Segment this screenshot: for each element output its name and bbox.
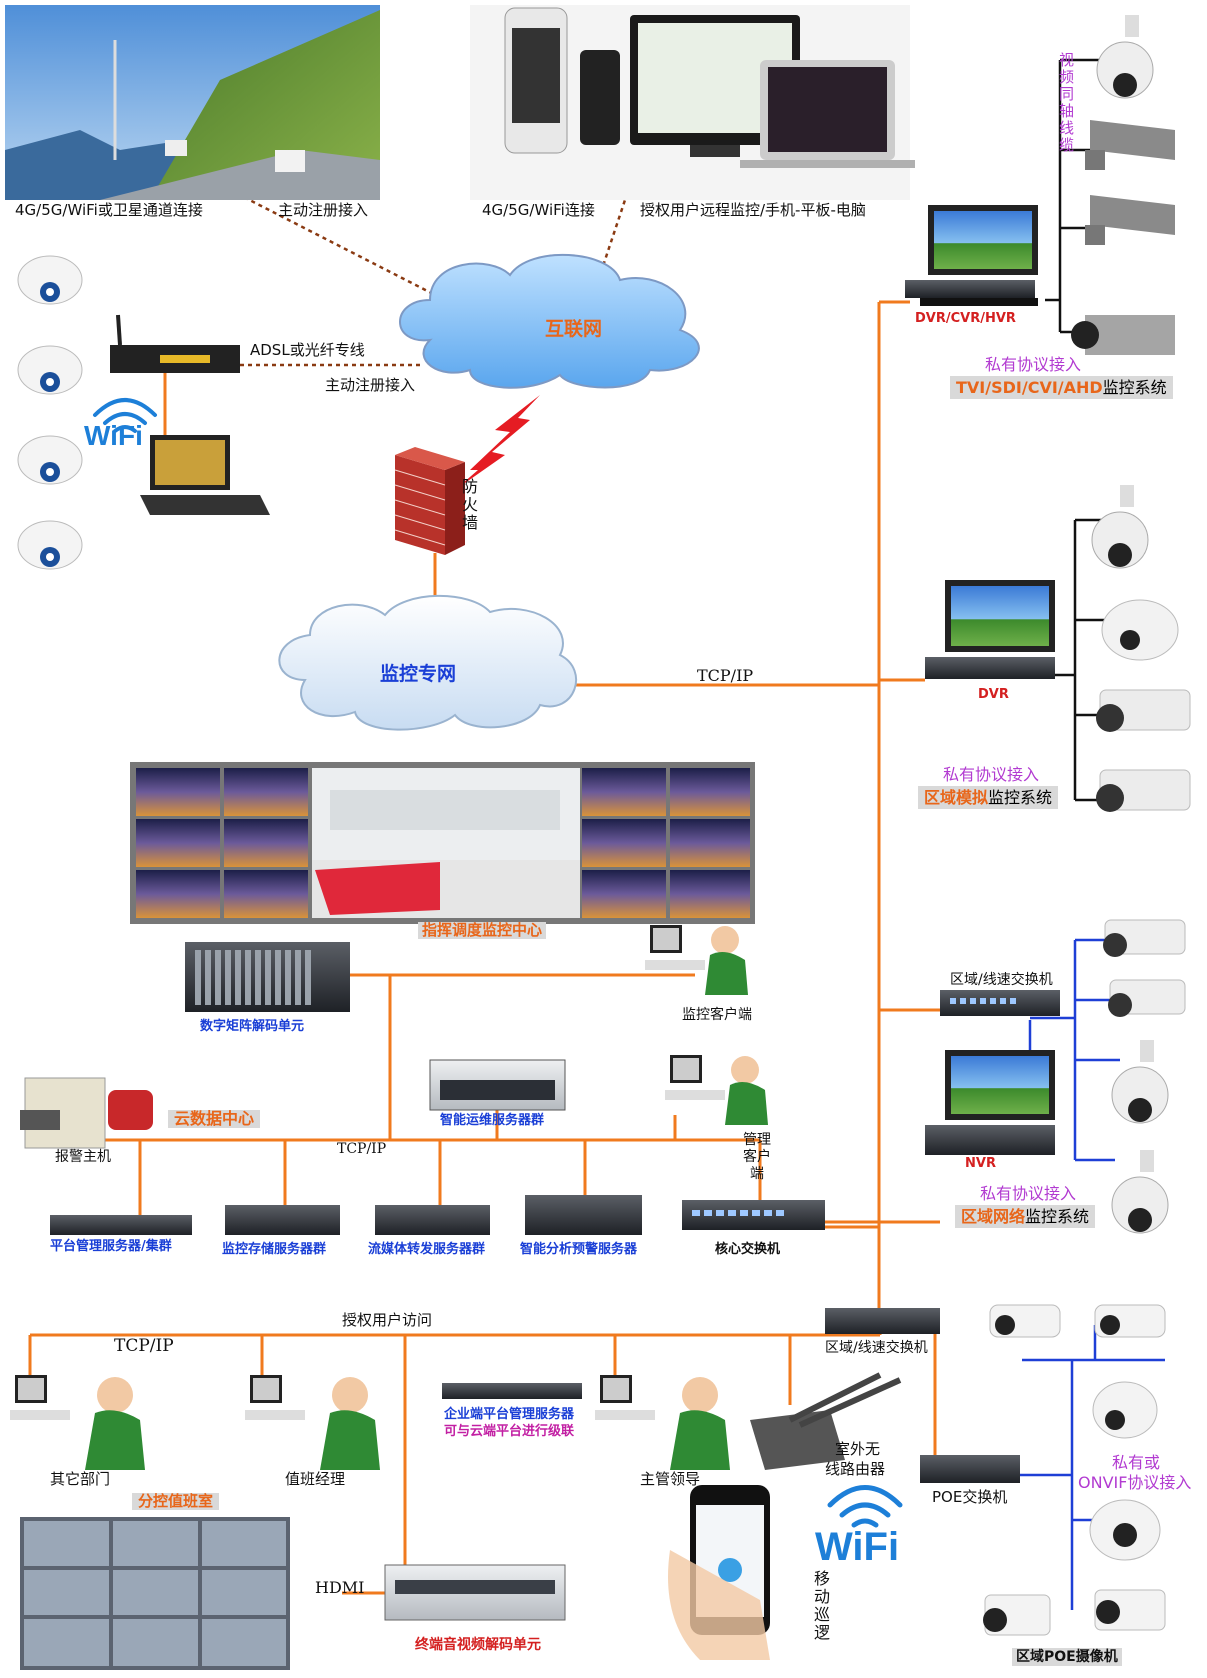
- auth-access-label: 授权用户访问: [342, 1311, 433, 1329]
- wifi-icon-bottom: [827, 1485, 903, 1528]
- other-dept-label: 其它部门: [50, 1470, 111, 1488]
- sys3-protocol-label: 私有协议接入: [980, 1184, 1077, 1203]
- switch1-label: 区域/线速交换机: [950, 972, 1053, 988]
- onvif-line2: ONVIF协议接入: [1078, 1473, 1192, 1492]
- mobile-link-label: 4G/5G/WiFi连接: [482, 201, 595, 219]
- core-switch-label: 核心交换机: [715, 1242, 781, 1257]
- sys1-protocol-label: 私有协议接入: [985, 355, 1082, 374]
- mobile-patrol-label: 移动巡逻: [811, 1570, 830, 1642]
- dvr-cvr-hvr-icon: [905, 205, 1038, 306]
- internet-cloud: [399, 253, 700, 389]
- tcpip-label-main: TCP/IP: [697, 666, 754, 685]
- router-label-line2: 线路由器: [825, 1460, 886, 1478]
- enterprise-server-line2: 可与云端平台进行级联: [444, 1424, 575, 1439]
- switch2-label: 区域/线速交换机: [825, 1340, 928, 1356]
- private-network-cloud: [278, 594, 578, 731]
- private-cloud-label: 监控专网: [380, 663, 457, 685]
- adsl-register-label: 主动注册接入: [325, 376, 416, 394]
- analog-cameras: [1091, 485, 1191, 812]
- network-cameras: [1103, 919, 1186, 1234]
- matrix-label: 数字矩阵解码单元: [200, 1019, 305, 1034]
- wifi-icon: [93, 398, 157, 433]
- matrix-decoder-icon: [185, 942, 350, 1012]
- cloud-dc-label: 云数据中心: [168, 1110, 261, 1128]
- sys3-banner: 区域网络监控系统: [955, 1205, 1096, 1229]
- enterprise-server-line1: 企业端平台管理服务器: [444, 1407, 575, 1422]
- wifi-nvr-monitor-icon: [140, 435, 270, 515]
- supervisor-label: 主管领导: [640, 1470, 701, 1488]
- wifi-logo-top: WiFi: [84, 420, 143, 451]
- storage-servers-label: 监控存储服务器群: [222, 1242, 327, 1257]
- ops-servers-label: 智能运维服务器群: [440, 1113, 545, 1128]
- coastal-road-photo: [5, 5, 380, 200]
- decoder-label: 终端音视频解码单元: [415, 1637, 541, 1653]
- duty-manager-label: 值班经理: [285, 1470, 346, 1488]
- tcpip-label-center: TCP/IP: [337, 1141, 387, 1157]
- dvr-icon: [925, 580, 1055, 679]
- sub-center-wall: [20, 1517, 290, 1670]
- tcpip-label-bottom: TCP/IP: [114, 1336, 174, 1356]
- firewall-label: 防火墙: [459, 478, 478, 532]
- internet-dotted-links: [229, 154, 642, 367]
- poe-cameras-label: 区域POE摄像机: [1012, 1648, 1122, 1666]
- coax-links: [1045, 58, 1110, 802]
- nvr-icon: [925, 1050, 1055, 1155]
- coax-cameras: [1071, 15, 1175, 355]
- sys2-protocol-label: 私有协议接入: [943, 765, 1040, 784]
- nvr-label: NVR: [965, 1156, 996, 1171]
- router-label-line1: 室外无: [835, 1440, 881, 1458]
- onvif-line1: 私有或: [1112, 1453, 1161, 1472]
- dome-cameras-left: [17, 255, 83, 570]
- stream-servers-label: 流媒体转发服务器群: [368, 1242, 486, 1257]
- poe-cameras: [983, 1304, 1166, 1636]
- poe-switch-label: POE交换机: [932, 1488, 1008, 1506]
- sys1-banner: TVI/SDI/CVI/AHD监控系统: [950, 376, 1173, 400]
- monitor-client-label: 监控客户端: [682, 1007, 752, 1023]
- firewall-icon: [394, 447, 465, 555]
- platform-servers-label: 平台管理服务器/集群: [50, 1239, 172, 1254]
- mobile-devices-photo: [470, 5, 915, 200]
- switch1-icon: [940, 990, 1060, 1016]
- operator-figures: [10, 925, 768, 1470]
- hdmi-label: HDMI: [315, 1578, 365, 1597]
- mgmt-client-label: 管理客户端: [743, 1132, 771, 1182]
- server-equipment: [20, 1059, 1020, 1621]
- wifi-logo-bottom: WiFi: [815, 1525, 900, 1569]
- sys2-banner: 区域模拟监控系统: [918, 786, 1059, 810]
- sub-center-label: 分控值班室: [132, 1493, 220, 1510]
- adsl-router-icon: [110, 314, 240, 373]
- adsl-label: ADSL或光纤专线: [250, 341, 365, 359]
- lightning-icon: [455, 395, 540, 490]
- remote-users-label: 授权用户远程监控/手机-平板-电脑: [640, 201, 866, 219]
- sat-register-label: 主动注册接入: [278, 201, 369, 219]
- internet-cloud-label: 互联网: [545, 318, 603, 340]
- video-wall: [130, 762, 755, 924]
- sat-link-label: 4G/5G/WiFi或卫星通道连接: [15, 201, 203, 219]
- analysis-servers-label: 智能分析预警服务器: [520, 1242, 638, 1257]
- command-center-label: 指挥调度监控中心: [418, 922, 547, 939]
- dvr-label: DVR: [978, 687, 1009, 702]
- mobile-phone-icon: [668, 1485, 770, 1660]
- coax-cable-label: 视频同轴线缆: [1057, 52, 1075, 154]
- alarm-host-label: 报警主机: [55, 1149, 111, 1165]
- dvr-cvr-hvr-label: DVR/CVR/HVR: [915, 311, 1016, 326]
